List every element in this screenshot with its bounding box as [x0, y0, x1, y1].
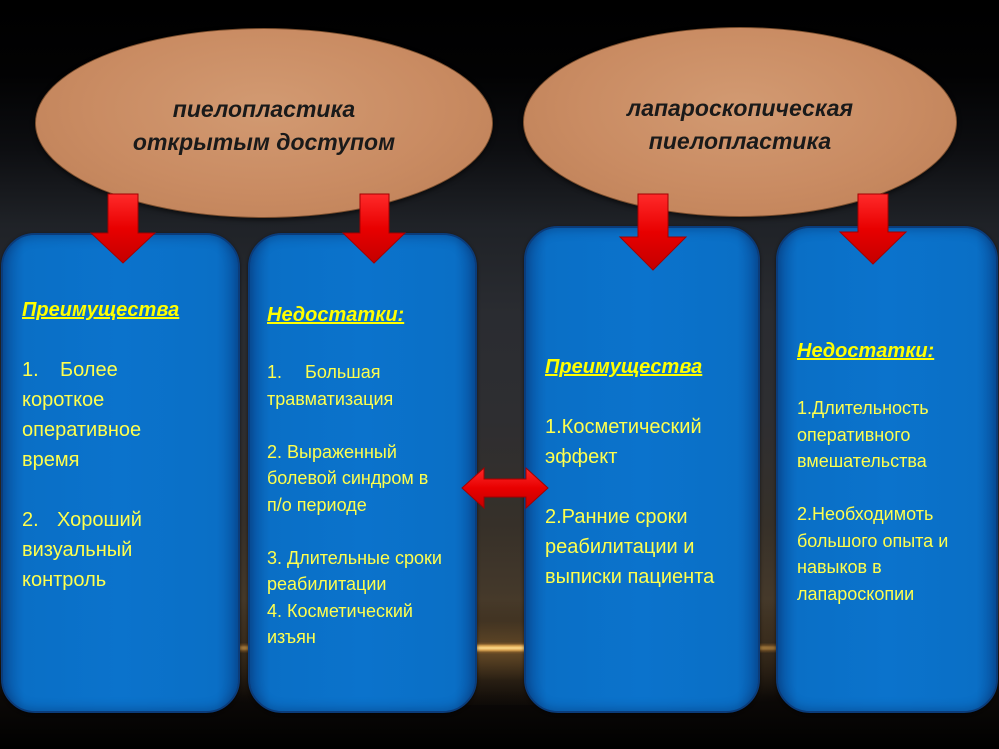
laparoscopic-advantages-box: Преимущества 1.Косметический эффект 2.Ра…: [524, 226, 760, 713]
item-line: вмешательства: [797, 451, 927, 471]
item-line: реабилитации: [267, 574, 387, 594]
advantages-list: 1.Косметический эффект 2.Ранние сроки ре…: [545, 412, 714, 592]
item-line: изъян: [267, 627, 316, 647]
method-title-line: пиелопластика: [172, 96, 356, 122]
list-item: 1. Большая травматизация: [267, 359, 442, 412]
item-line: лапароскопии: [797, 583, 915, 604]
item-line: 3. Длительные сроки: [267, 547, 442, 568]
disadvantages-list: 1.Длительность оперативного вмешательств…: [797, 395, 948, 607]
list-item: 2. Хороший визуальный контроль: [22, 505, 179, 595]
method-ellipse-laparoscopic: лапароскопическая пиелопластика: [523, 27, 957, 217]
item-line: травматизация: [267, 388, 394, 409]
item-line: большого опыта и: [797, 530, 949, 551]
list-item: 2.Необходимоть большого опыта и навыков …: [797, 501, 948, 607]
disadvantages-list: 1. Большая травматизация 2. Выраженный бо…: [267, 359, 442, 651]
item-line: короткое: [22, 389, 105, 411]
item-line: 1.Длительность: [797, 398, 929, 418]
method-title-line: лапароскопическая: [626, 95, 854, 121]
list-item: 3. Длительные сроки реабилитации: [267, 545, 442, 598]
item-line: оперативное: [22, 419, 142, 441]
list-item: 4. Косметический изъян: [267, 598, 442, 651]
item-line: эффект: [545, 446, 618, 468]
method-ellipse-open: пиелопластика открытым доступом: [35, 28, 493, 218]
item-line: Более: [60, 359, 118, 381]
item-line: болевой синдром в: [267, 468, 429, 488]
item-line: реабилитации и: [545, 536, 695, 558]
item-line: 2.Ранние сроки: [545, 506, 688, 528]
list-item: 2. Выраженный болевой синдром в п/о пери…: [267, 439, 442, 519]
item-line: 2.Необходимоть: [797, 504, 934, 524]
method-title-line: открытым доступом: [132, 129, 396, 155]
item-line: 1.Косметический: [545, 416, 702, 438]
box-content: Преимущества 1.Косметический эффект 2.Ра…: [545, 352, 714, 592]
item-line: п/о периоде: [267, 494, 367, 515]
advantages-heading: Преимущества: [545, 356, 703, 378]
item-first-line: 2. Хороший: [22, 505, 179, 535]
item-line: 4. Косметический: [267, 600, 413, 621]
open-advantages-box: Преимущества 1. Более короткое оперативно…: [1, 233, 240, 713]
item-line: контроль: [22, 569, 107, 591]
disadvantages-heading: Недостатки:: [267, 304, 405, 326]
disadvantages-heading: Недостатки:: [797, 340, 935, 362]
item-line: время: [22, 449, 80, 471]
item-line: выписки пациента: [545, 566, 715, 588]
laparoscopic-disadvantages-box: Недостатки: 1.Длительность оперативного …: [776, 226, 998, 713]
item-line: 2. Выраженный: [267, 441, 397, 462]
box-content: Недостатки: 1.Длительность оперативного …: [797, 336, 948, 607]
method-title-line: пиелопластика: [648, 128, 832, 154]
box-content: Недостатки: 1. Большая травматизация 2. В…: [267, 300, 442, 651]
item-number: 1.: [267, 362, 283, 382]
item-line: визуальный: [22, 539, 133, 561]
box-content: Преимущества 1. Более короткое оперативно…: [22, 295, 179, 595]
item-first-line: 1. Большая: [267, 359, 442, 386]
item-line: навыков в: [797, 557, 882, 577]
open-disadvantages-box: Недостатки: 1. Большая травматизация 2. В…: [248, 233, 477, 713]
item-line: Хороший: [57, 509, 142, 531]
list-item: 1. Более короткое оперативное время: [22, 355, 179, 475]
advantages-heading: Преимущества: [22, 299, 180, 321]
list-item: 2.Ранние сроки реабилитации и выписки па…: [545, 502, 714, 592]
item-line: Большая: [305, 362, 381, 382]
item-line: оперативного: [797, 424, 911, 445]
item-number: 2.: [22, 509, 39, 531]
list-item: 1.Косметический эффект: [545, 412, 714, 472]
advantages-list: 1. Более короткое оперативное время 2. Хор…: [22, 355, 179, 595]
item-first-line: 1. Более: [22, 355, 179, 385]
list-item: 1.Длительность оперативного вмешательств…: [797, 395, 948, 475]
item-number: 1.: [22, 359, 39, 381]
